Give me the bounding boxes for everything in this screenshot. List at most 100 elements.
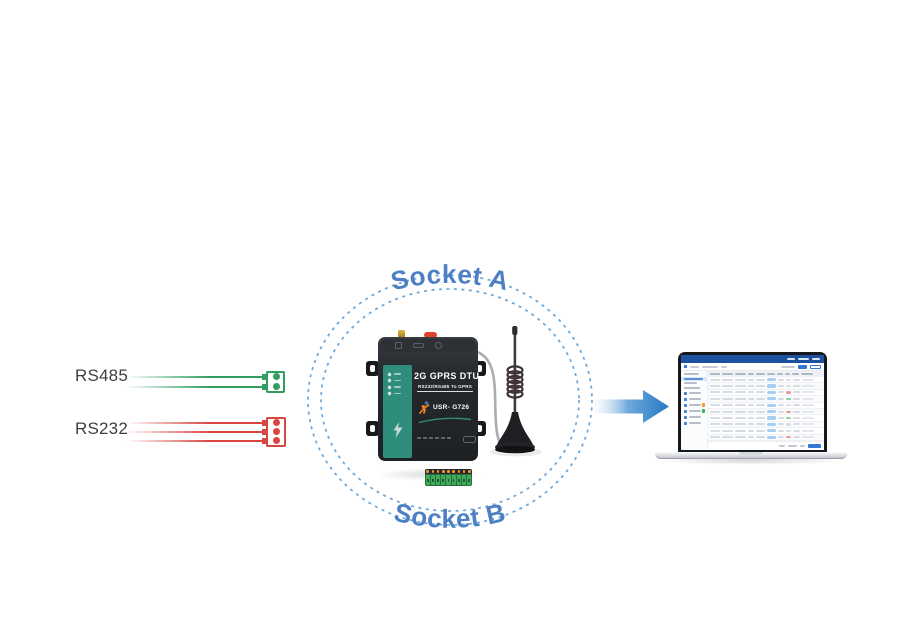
table-row: [708, 408, 824, 416]
table-rows: [708, 377, 824, 441]
connector-pin: [272, 383, 280, 390]
connector-pin: [272, 428, 280, 435]
antenna: [476, 326, 542, 457]
gprs-dtu-device: 2G GPRS DTU RS232/RS485 To GPRS USR- G72…: [365, 326, 487, 486]
table-row: [708, 421, 824, 429]
brand-swoosh: [418, 411, 472, 429]
terminal-screw: [431, 470, 435, 473]
table-cell: [710, 378, 720, 381]
table-cell: [802, 385, 814, 388]
table-cell: [722, 385, 733, 388]
socket-b-label: Socket B: [391, 497, 508, 534]
outer-dashed-ring: [307, 274, 593, 526]
table-cell: [735, 385, 746, 388]
table-cell: [786, 423, 791, 426]
column-header: [710, 373, 720, 375]
table-cell: [710, 423, 720, 426]
antenna-coil: [506, 365, 524, 399]
connector-tab: [261, 428, 268, 435]
table-cell: [756, 378, 765, 381]
table-cell: [778, 404, 784, 407]
terminal-screw: [468, 470, 471, 473]
wire: [126, 431, 267, 433]
page-control: [788, 445, 797, 447]
page-control: [800, 445, 805, 447]
table-cell: [778, 417, 784, 420]
table-cell: [710, 436, 720, 439]
table-cell: [748, 397, 754, 400]
table-cell: [778, 385, 784, 388]
table-cell: [786, 397, 791, 400]
table-row: [708, 383, 824, 390]
sidebar-menu-item: [681, 402, 707, 408]
menu-icon: [684, 391, 687, 395]
terminal-pin: [431, 475, 436, 485]
sidebar-menu-item: [681, 408, 707, 414]
terminal-pin: [441, 475, 446, 485]
terminal-screw: [452, 470, 455, 473]
sidebar-menu-item: [681, 396, 707, 402]
wire: [126, 376, 267, 378]
connector-pin: [272, 373, 280, 380]
table-cell: [722, 410, 733, 413]
table-cell: [802, 417, 814, 420]
sidebar-menu-item: [681, 390, 707, 396]
secondary-button: [810, 364, 821, 369]
led-row: [388, 392, 412, 395]
table-row: [708, 402, 824, 409]
table-cell: [802, 410, 814, 413]
table-cell: [735, 410, 746, 413]
device-subtitle: RS232/RS485 To GPRS: [417, 383, 472, 389]
toolbar-text: [690, 365, 699, 368]
table-cell: [786, 416, 791, 420]
table-cell: [767, 435, 776, 439]
table-cell: [793, 378, 800, 381]
table-cell: [793, 436, 800, 439]
connector-pin: [272, 419, 280, 426]
table-pagination: [708, 441, 824, 450]
antenna-base-bottom: [495, 445, 535, 454]
connector-tab: [261, 383, 268, 390]
table-cell: [767, 403, 776, 407]
table-cell: [802, 429, 814, 432]
rs232-connector: [261, 417, 286, 447]
table-cell: [786, 404, 791, 407]
decor-bar: [689, 392, 701, 394]
table-cell: [722, 423, 733, 426]
table-cell: [767, 384, 776, 388]
decor-bar: [684, 373, 699, 376]
terminal-screw: [462, 470, 466, 473]
table-cell: [748, 429, 754, 432]
power-jack-icon: [435, 342, 442, 349]
decor-bar: [689, 422, 701, 424]
table-row: [708, 377, 824, 384]
sidebar-menu-item: [681, 420, 707, 426]
dashboard-app: [681, 355, 824, 450]
table-cell: [793, 391, 800, 394]
table-cell: [722, 397, 733, 400]
table-cell: [756, 429, 765, 432]
primary-button: [798, 364, 807, 369]
connector-tab: [261, 373, 268, 380]
menu-icon: [684, 403, 687, 407]
column-header: [748, 373, 754, 375]
table-cell: [767, 410, 776, 414]
table-cell: [748, 385, 754, 388]
header-item: [798, 357, 809, 361]
table-header: [708, 371, 824, 377]
led-column: [383, 369, 412, 395]
decor-bar: [684, 386, 700, 389]
table-cell: [767, 390, 776, 395]
bracket-hole: [477, 425, 482, 432]
table-cell: [802, 378, 814, 381]
decor-bar: [684, 377, 703, 380]
mounting-bracket: [366, 421, 379, 436]
terminal-screw: [426, 470, 429, 473]
connector-tab: [261, 437, 268, 444]
table-cell: [735, 391, 746, 394]
bracket-hole: [370, 365, 375, 372]
table-cell: [735, 436, 746, 439]
led-panel: [383, 365, 412, 458]
